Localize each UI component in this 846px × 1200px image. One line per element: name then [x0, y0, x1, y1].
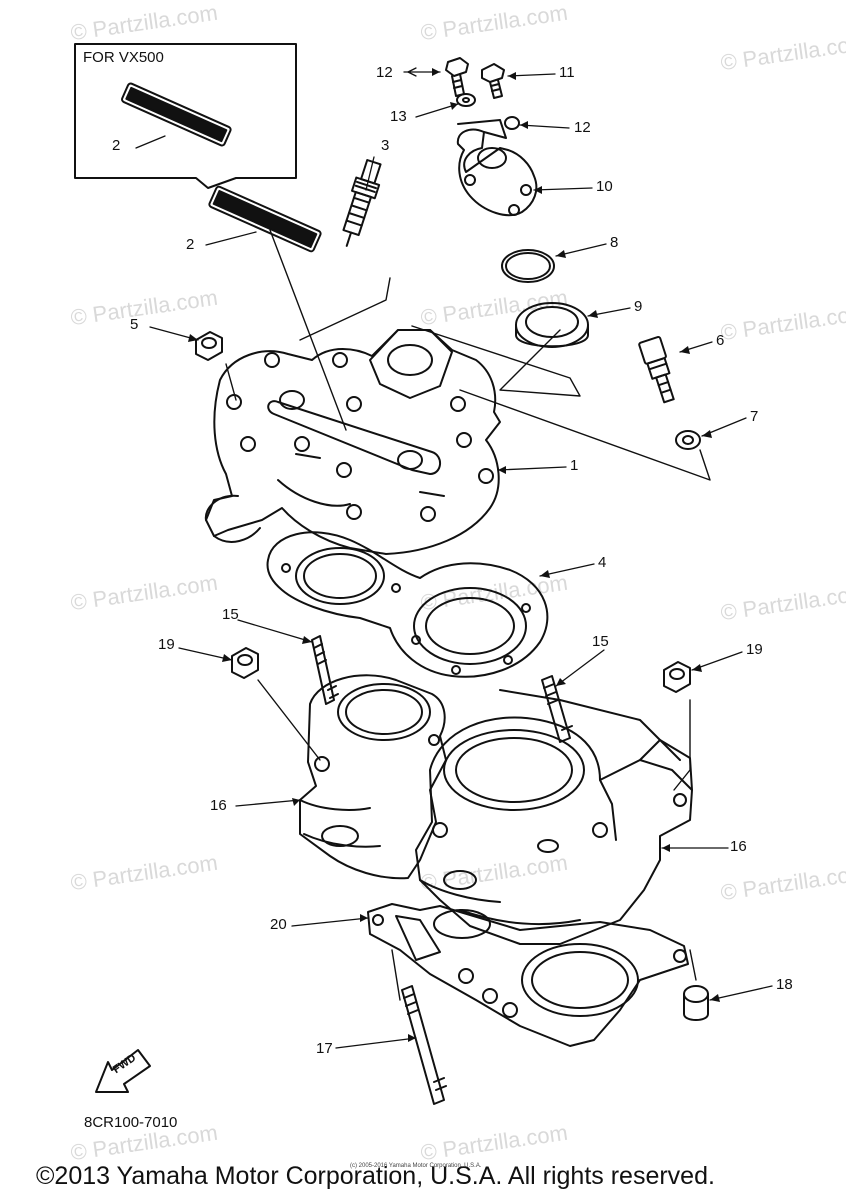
- stud-part-17: [401, 985, 447, 1105]
- callout-1: 1: [570, 457, 579, 474]
- nut-part-19-right: [663, 661, 691, 693]
- callout-5: 5: [130, 316, 139, 333]
- thermostat-cover-part-10: [456, 119, 538, 217]
- callout-12: 12: [574, 119, 591, 136]
- cylinder-head-part-1: [204, 329, 501, 555]
- callout-3: 3: [381, 137, 390, 154]
- o-ring-part-8: [501, 249, 555, 283]
- nut-part-5: [195, 331, 223, 361]
- callout-15-right: 15: [592, 633, 609, 650]
- callout-10: 10: [596, 178, 613, 195]
- small-copyright: (c) 2005-2016 Yamaha Motor Corporation, …: [350, 1163, 482, 1169]
- callout-17: 17: [316, 1040, 333, 1057]
- callout-19-right: 19: [746, 641, 763, 658]
- head-gasket-part-4: [266, 531, 549, 678]
- callout-16-right: 16: [730, 838, 747, 855]
- cylinder-part-16-right: [415, 689, 693, 945]
- stud-part-15-right: [541, 675, 573, 743]
- callout-8: 8: [610, 234, 619, 251]
- callout-2-inset: 2: [112, 137, 121, 154]
- diagram-code: 8CR100-7010: [84, 1114, 178, 1131]
- callout-9: 9: [634, 298, 643, 315]
- copyright-footer: ©2013 Yamaha Motor Corporation, U.S.A. A…: [36, 1162, 715, 1190]
- washer-part-14: [456, 93, 476, 107]
- callout-13: 12: [376, 64, 393, 81]
- callout-14: 13: [390, 108, 407, 125]
- callout-4: 4: [598, 554, 607, 571]
- callout-7: 7: [750, 408, 759, 425]
- callout-16-left: 16: [210, 797, 227, 814]
- callout-2: 2: [186, 236, 195, 253]
- callout-11: 11: [559, 64, 575, 81]
- nut-part-19: [231, 647, 259, 679]
- inset-box: [74, 43, 297, 189]
- inset-title: FOR VX500: [83, 49, 164, 66]
- spark-plug-part-3: [342, 159, 382, 247]
- cylinder-part-16-left: [299, 674, 447, 880]
- base-gasket-part-20: [367, 903, 689, 1047]
- stud-part-15: [311, 635, 339, 705]
- callout-6: 6: [716, 332, 725, 349]
- thermostat-part-9: [515, 302, 589, 348]
- washer-part-7: [675, 430, 701, 450]
- temperature-sensor-part-6: [638, 335, 675, 404]
- callout-19-left: 19: [158, 636, 175, 653]
- decal-part-2: [208, 185, 322, 253]
- callout-18: 18: [776, 976, 793, 993]
- dowel-part-18: [683, 985, 709, 1021]
- callout-20: 20: [270, 916, 287, 933]
- decal-inset: [121, 82, 232, 147]
- bolt-part-13: [445, 57, 469, 97]
- washer-part-12: [504, 116, 520, 130]
- fwd-arrow: [95, 1049, 151, 1093]
- bolt-part-11: [481, 63, 505, 99]
- callout-15-left: 15: [222, 606, 239, 623]
